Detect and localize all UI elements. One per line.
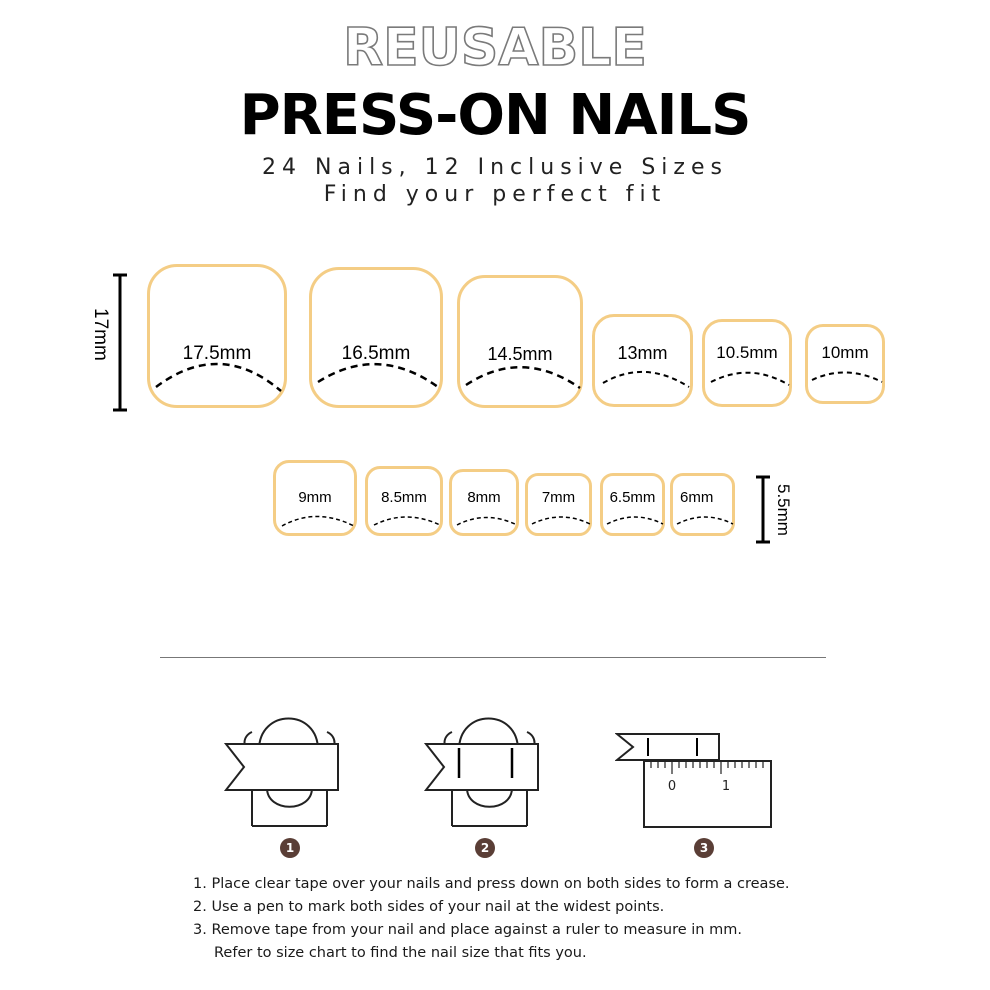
height-label-row1: 17mm bbox=[90, 308, 111, 361]
nail-size-label: 10.5mm bbox=[716, 343, 778, 362]
instruction-step-1: 1. Place clear tape over your nails and … bbox=[193, 876, 790, 892]
nail-size-13mm: 13mm bbox=[592, 314, 693, 407]
nail-size-8mm: 8mm bbox=[449, 469, 519, 536]
nail-size-14-5mm: 14.5mm bbox=[457, 275, 583, 408]
nail-size-label: 8.5mm bbox=[381, 489, 427, 506]
nail-size-label: 16.5mm bbox=[341, 343, 411, 364]
nail-size-label: 10mm bbox=[821, 343, 869, 362]
step-2-badge: 2 bbox=[475, 838, 495, 858]
nail-size-label: 13mm bbox=[617, 343, 668, 363]
section-divider bbox=[160, 657, 826, 658]
nail-size-label: 14.5mm bbox=[487, 344, 553, 364]
height-label-row2: 5.5mm bbox=[774, 484, 793, 536]
instructions: 1. Place clear tape over your nails and … bbox=[193, 873, 913, 965]
nail-size-label: 6mm bbox=[680, 489, 714, 506]
instruction-step-3-note: Refer to size chart to find the nail siz… bbox=[214, 945, 587, 961]
height-scale-bar-row1 bbox=[113, 273, 127, 412]
nail-size-17-5mm: 17.5mm bbox=[147, 264, 287, 408]
height-scale-bar-row2 bbox=[756, 475, 770, 544]
ruler-mark-1: 1 bbox=[722, 779, 730, 794]
nail-size-16-5mm: 16.5mm bbox=[309, 267, 443, 408]
nail-size-9mm: 9mm bbox=[273, 460, 357, 536]
nail-size-label: 17.5mm bbox=[182, 343, 252, 364]
nail-size-label: 6.5mm bbox=[609, 489, 656, 506]
title-press-on-nails: PRESS-ON NAILS bbox=[239, 83, 752, 148]
nail-size-10mm: 10mm bbox=[805, 324, 885, 404]
nail-size-label: 9mm bbox=[298, 489, 332, 506]
nail-size-6-5mm: 6.5mm bbox=[600, 473, 665, 536]
step-1-badge: 1 bbox=[280, 838, 300, 858]
nail-size-label: 7mm bbox=[541, 489, 576, 506]
instruction-step-3: 3. Remove tape from your nail and place … bbox=[193, 922, 742, 938]
step-2-mark-illustration bbox=[423, 717, 539, 827]
nail-size-6mm: 6mm bbox=[670, 473, 735, 536]
nail-size-8-5mm: 8.5mm bbox=[365, 466, 443, 536]
step-3-ruler-illustration: 0 1 bbox=[615, 733, 772, 828]
ruler-mark-0: 0 bbox=[668, 779, 676, 794]
nail-size-7mm: 7mm bbox=[525, 473, 592, 536]
subtitle-nail-count: 24 Nails, 12 Inclusive Sizes bbox=[262, 155, 728, 180]
nail-size-10-5mm: 10.5mm bbox=[702, 319, 792, 407]
subtitle-find-fit: Find your perfect fit bbox=[323, 182, 667, 207]
step-1-tape-illustration bbox=[223, 717, 339, 827]
title-reusable: REUSABLE bbox=[342, 18, 647, 78]
instruction-step-2: 2. Use a pen to mark both sides of your … bbox=[193, 899, 665, 915]
nail-size-label: 8mm bbox=[467, 489, 501, 506]
step-3-badge: 3 bbox=[694, 838, 714, 858]
